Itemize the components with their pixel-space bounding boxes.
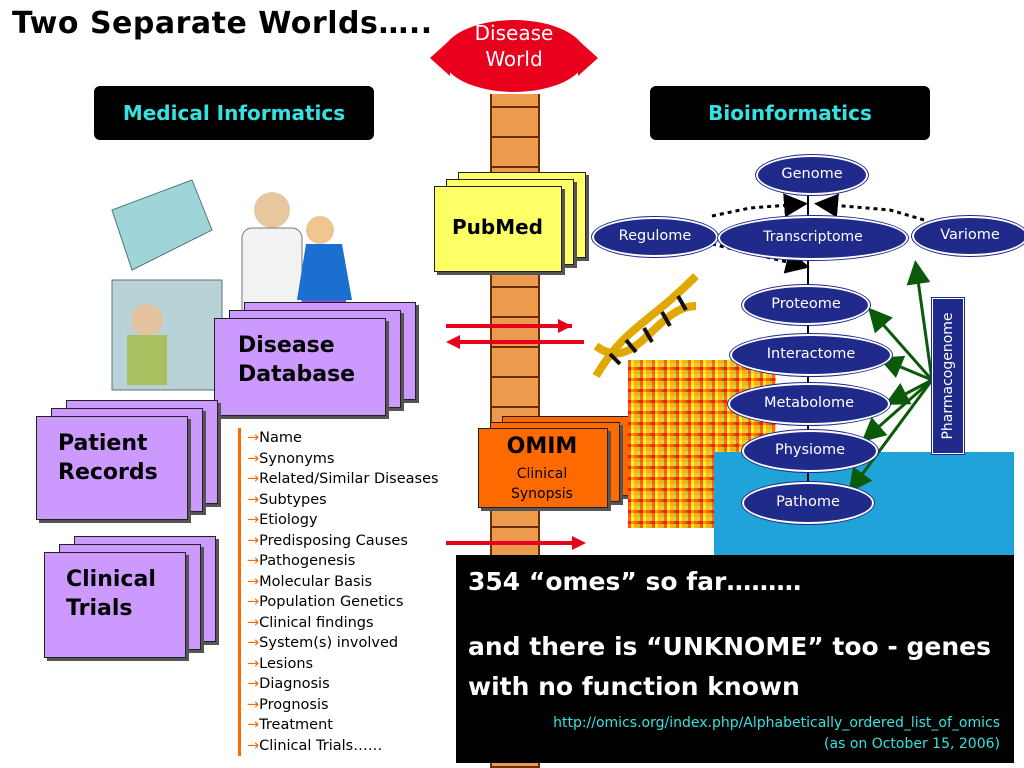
field-item: Population Genetics bbox=[247, 592, 439, 613]
disease-database-label: Disease Database bbox=[238, 333, 356, 387]
field-item: Name bbox=[247, 428, 439, 449]
bioinformatics-header: Bioinformatics bbox=[650, 86, 930, 140]
disease-world-label: Disease World bbox=[474, 21, 554, 71]
field-item: System(s) involved bbox=[247, 633, 439, 654]
omes-note-box: 354 “omes” so far……… and there is “UNKNO… bbox=[456, 555, 1014, 763]
field-item: Prognosis bbox=[247, 695, 439, 716]
omics-source: http://omics.org/index.php/Alphabeticall… bbox=[553, 713, 1000, 755]
omics-link[interactable]: http://omics.org/index.php/Alphabeticall… bbox=[553, 715, 1000, 731]
variome-node: Variome bbox=[912, 216, 1024, 256]
field-item: Treatment bbox=[247, 715, 439, 736]
proteome-node: Proteome bbox=[742, 285, 870, 325]
slide-title: Two Separate Worlds….. bbox=[12, 6, 433, 41]
field-item: Etiology bbox=[247, 510, 439, 531]
pharmacogenome-label: Pharmacogenome bbox=[940, 312, 956, 440]
exchange-arrows bbox=[446, 319, 586, 550]
unknome-text: and there is “UNKNOME” too - genes with … bbox=[468, 632, 991, 701]
patient-records-stack: Patient Records bbox=[36, 400, 226, 520]
disease-world-banner bbox=[430, 20, 598, 92]
metabolome-node: Metabolome bbox=[728, 383, 890, 425]
pubmed-stack: PubMed bbox=[434, 172, 594, 272]
omes-count-text: 354 “omes” so far……… bbox=[468, 567, 802, 596]
field-item: Clinical Trials…… bbox=[247, 736, 439, 757]
medical-informatics-header: Medical Informatics bbox=[94, 86, 374, 140]
field-item: Subtypes bbox=[247, 490, 439, 511]
disease-database-stack: Disease Database bbox=[214, 302, 424, 416]
omim-stack: OMIM Clinical Synopsis bbox=[478, 416, 638, 508]
dna-helix-illustration bbox=[592, 273, 699, 379]
omim-subtitle: Clinical Synopsis bbox=[511, 466, 573, 502]
field-item: Pathogenesis bbox=[247, 551, 439, 572]
genome-node: Genome bbox=[756, 155, 868, 195]
omim-title: OMIM bbox=[506, 434, 578, 459]
pathome-node: Pathome bbox=[742, 482, 874, 524]
omics-date: (as on October 15, 2006) bbox=[824, 736, 1000, 752]
pubmed-label: PubMed bbox=[452, 215, 543, 239]
field-item: Synonyms bbox=[247, 449, 439, 470]
field-item: Clinical findings bbox=[247, 613, 439, 634]
pharmacogenome-box: Pharmacogenome bbox=[932, 298, 964, 454]
transcriptome-node: Transcriptome bbox=[718, 216, 908, 260]
regulome-node: Regulome bbox=[592, 217, 718, 257]
field-item: Lesions bbox=[247, 654, 439, 675]
interactome-node: Interactome bbox=[730, 334, 892, 376]
clinical-trials-stack: Clinical Trials bbox=[44, 536, 224, 660]
field-item: Predisposing Causes bbox=[247, 531, 439, 552]
disease-fields-list: Name Synonyms Related/Similar Diseases S… bbox=[238, 428, 439, 756]
physiome-node: Physiome bbox=[742, 430, 878, 472]
patient-records-label: Patient Records bbox=[58, 431, 158, 485]
doctor-patient-illustration bbox=[111, 179, 352, 391]
field-item: Diagnosis bbox=[247, 674, 439, 695]
field-item: Related/Similar Diseases bbox=[247, 469, 438, 490]
clinical-trials-label: Clinical Trials bbox=[66, 567, 156, 621]
field-item: Molecular Basis bbox=[247, 572, 439, 593]
